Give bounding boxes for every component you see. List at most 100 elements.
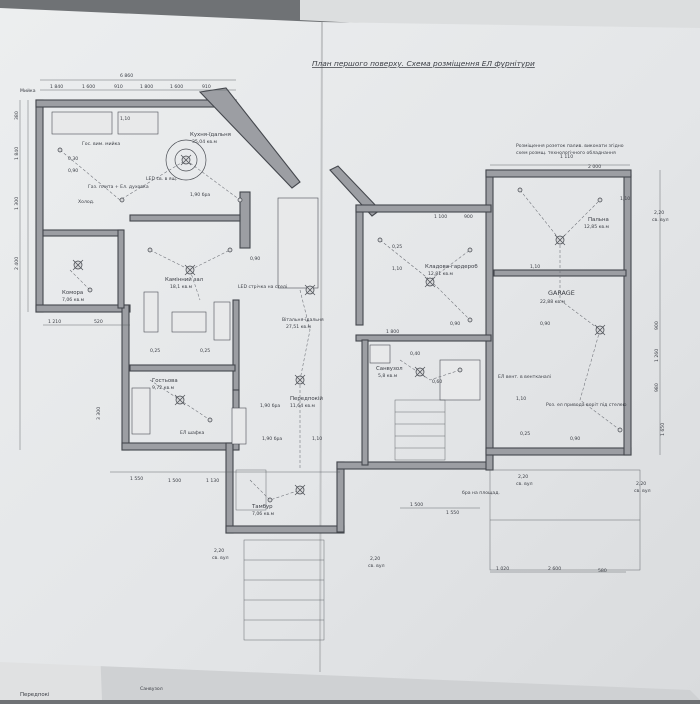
plan-title: План першого поверху. Схема розміщення Е…	[312, 59, 535, 68]
dim-left: 380	[14, 111, 20, 120]
dim-mid: 1 210	[48, 319, 61, 325]
note-line-1: Розміщення розеток палив. виконати згідн…	[516, 143, 624, 149]
room-name-wardrobe: Кладова-гардероб	[425, 264, 478, 270]
height-mark: 0,40	[410, 351, 420, 357]
label-hood: Гос. вим. мийка	[82, 140, 120, 147]
height-mark: 0,90	[68, 168, 78, 174]
room-area-bathroom: 5,8 кв.м	[378, 373, 398, 379]
ceiling-light-icon	[180, 154, 192, 166]
dim-bottom: 1 020	[496, 566, 509, 572]
exterior-light-label: св. вул	[516, 482, 533, 487]
label-led-wall: LED стрічка на стелі	[238, 284, 287, 290]
ceiling-light-icon	[304, 284, 316, 296]
label-stairs: бра на площад.	[462, 490, 500, 496]
dim-bottom: 1 500	[168, 478, 181, 484]
note-line-2: схем розмщ. технологічного обладнання	[516, 150, 616, 156]
room-area-boiler: 12,85 кв.м	[584, 224, 610, 230]
dim-mid: 1 110	[560, 154, 573, 160]
room-name-living: Вітальня-їдальня	[282, 317, 324, 323]
room-name-pantry: Комора	[62, 290, 83, 296]
room-name-garage: GARAGE	[548, 289, 575, 297]
furniture	[51, 111, 641, 641]
room-name-kitchen: Кухня-їдальня	[190, 132, 231, 138]
height-mark: 1,10	[530, 264, 540, 270]
exterior-light-label: св. вул	[368, 564, 385, 569]
height-mark: 0,25	[520, 431, 530, 437]
room-area-kitchen: 35,04 кв.м	[192, 139, 218, 145]
dim-right: 2 000	[588, 164, 601, 170]
dim-top-total: 6 860	[120, 73, 133, 79]
main-sheet	[0, 8, 700, 700]
dim-right: 900	[654, 321, 660, 330]
room-name-fireplace-hall: Камінний зал	[165, 276, 203, 283]
sheet2-label-hallway: Передпокі	[20, 692, 49, 698]
height-mark: 1,10	[392, 266, 402, 272]
dim-top: 1 840	[50, 84, 63, 90]
room-area-living: 27,51 кв.м	[286, 324, 312, 330]
dim-left: 1 300	[14, 197, 20, 210]
height-mark: 1,10	[516, 396, 526, 402]
dim-bottom: 1 500	[410, 502, 423, 508]
label-fridge: Холод.	[78, 199, 94, 205]
room-name-boiler: Пальна	[588, 217, 609, 223]
room-area-hallway: 11,64 кв.м	[290, 403, 316, 409]
room-name-vestibule: Тамбур	[251, 504, 273, 510]
dim-top: 910	[202, 84, 211, 90]
room-area-vestibule: 7,06 кв.м	[252, 511, 275, 517]
dim-right: 1 650	[660, 423, 666, 436]
height-mark: 1,10	[120, 116, 130, 122]
dim-bottom: 2 600	[548, 566, 561, 572]
ceiling-light-icon	[424, 276, 436, 288]
height-mark: 0,25	[200, 348, 210, 354]
height-mark: 1,10	[312, 436, 322, 442]
room-area-garage: 22,88 кв.м	[540, 299, 566, 305]
ceiling-light-icon	[294, 374, 306, 386]
dim-bottom: 1 550	[446, 510, 459, 516]
exterior-light-label: св. вул	[634, 489, 651, 494]
dim-top: 910	[114, 84, 123, 90]
dim-left: 3 300	[96, 407, 102, 420]
exterior-light-label: св. вул	[652, 218, 669, 223]
height-mark: 0,90	[450, 321, 460, 327]
label-el-cabinet: ЕЛ шафка	[180, 430, 205, 436]
label-sink: Мийка	[20, 87, 36, 94]
dim-left: 1 840	[14, 147, 20, 160]
room-area-fireplace-hall: 18,1 кв.м	[170, 284, 193, 290]
dim-bottom: 580	[598, 568, 607, 574]
room-name-hallway: Передпокій	[290, 395, 323, 402]
dim-left: 2 400	[14, 257, 20, 270]
ceiling-light-icon	[174, 394, 186, 406]
ceiling-light-icon	[72, 259, 84, 271]
paper-fold	[319, 21, 323, 673]
exterior-light-height: 2,20	[214, 548, 224, 554]
dim-bottom: 1 550	[130, 476, 143, 482]
exterior-light-height: 2,20	[654, 210, 664, 216]
height-mark: 1,90 бра	[262, 436, 282, 442]
dim-mid: 1 800	[386, 329, 399, 335]
ceiling-light-icon	[594, 324, 606, 336]
height-mark: 0,90	[540, 321, 550, 327]
ceiling-light-icon	[184, 264, 196, 276]
outlet-marks	[57, 147, 623, 503]
dim-mid: 520	[94, 319, 103, 325]
height-mark: 0,30	[68, 156, 78, 162]
room-area-wardrobe: 12,81 кв.м	[428, 271, 454, 277]
room-area-pantry: 7,06 кв.м	[62, 297, 85, 303]
height-mark: 0,90	[570, 436, 580, 442]
dim-right: 1 260	[654, 349, 660, 362]
room-name-bathroom: Санвузол	[376, 366, 403, 372]
ceiling-light-icon	[294, 484, 306, 496]
label-gate-drive: Роз. ел привода воріт під стелею	[546, 402, 627, 408]
height-mark: 1,90 бра	[260, 403, 280, 409]
dimension-lines	[19, 79, 661, 573]
height-mark: 1,90 бра	[190, 192, 210, 198]
dim-bottom: 1 130	[206, 478, 219, 484]
dim-top: 1 800	[140, 84, 153, 90]
height-mark: 0,90	[250, 256, 260, 262]
height-mark: 0,60	[432, 379, 442, 385]
label-oven: Газ. плита + Ел. духовка	[88, 184, 149, 190]
dim-mid: 1 100	[434, 214, 447, 220]
dim-top: 1 600	[170, 84, 183, 90]
